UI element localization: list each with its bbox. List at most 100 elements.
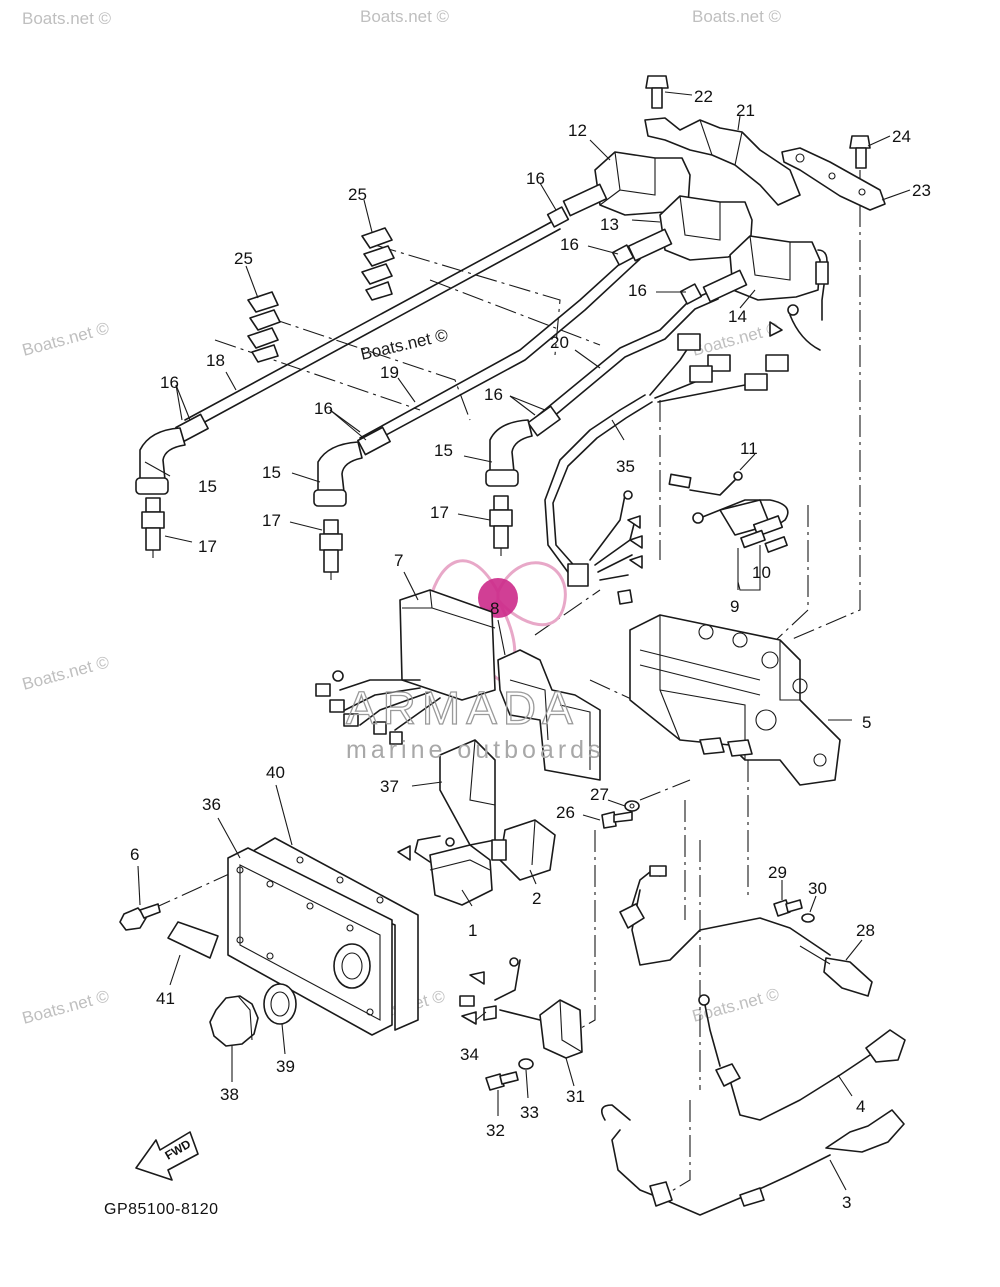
plug-cap-15-c[interactable] [485,419,533,487]
callout-12: 12 [568,121,587,140]
bracket-23[interactable] [781,147,886,211]
grommet-16-b[interactable] [611,244,635,266]
sensor-4[interactable] [698,994,906,1121]
brand-overlay: ARMADA marine outboards [345,681,600,764]
callout-20: 20 [550,333,569,352]
callout-15-a: 15 [198,477,217,496]
harness-connector-d [744,373,768,391]
grommets [175,206,703,456]
callout-33: 33 [520,1103,539,1122]
callout-23: 23 [912,181,931,200]
watermark-left-upper: Boats.net © [20,318,111,360]
bolt-22[interactable] [645,75,669,109]
callout-13: 13 [600,215,619,234]
relay-1[interactable] [397,835,493,906]
watermark-left-middle: Boats.net © [20,652,111,694]
callout-numbers: 1 2 3 4 5 6 7 8 9 10 11 12 13 14 15 15 1… [130,87,931,1212]
bracket-21[interactable] [644,117,801,206]
grommet-16-c[interactable] [679,283,703,305]
bracket-31[interactable] [539,999,583,1059]
callout-24: 24 [892,127,911,146]
electrical-bracket-5[interactable] [629,614,841,786]
sensor-3[interactable] [600,1104,905,1216]
high-tension-cords [184,219,719,449]
callout-16-a: 16 [526,169,545,188]
washer-30[interactable] [801,913,815,923]
callout-4: 4 [856,1097,865,1116]
rectifier-2[interactable] [491,819,556,881]
callout-17-a: 17 [198,537,217,556]
callout-17-b: 17 [262,511,281,530]
callout-39: 39 [276,1057,295,1076]
fuse-holder-9[interactable] [668,471,789,553]
ignition-coil-13[interactable] [627,195,753,262]
spark-plug-17-c[interactable] [489,495,513,556]
cap-38[interactable] [209,995,259,1047]
cord-clips [247,227,395,363]
washer-33[interactable] [518,1058,534,1070]
coil-brackets [644,75,886,211]
sensor-28[interactable] [619,865,873,997]
drawing-code: GP85100-8120 [104,1201,219,1218]
leader-lines [137,91,911,1191]
watermark-top-left: Boats.net © [22,9,112,28]
harness-connector-e [765,354,789,372]
callout-10: 10 [752,563,771,582]
watermark-left-lower: Boats.net © [20,986,111,1028]
cover-36[interactable] [227,847,393,1036]
grommet-16-a[interactable] [546,206,570,228]
callout-25-a: 25 [348,185,367,204]
brand-name: ARMADA [346,682,579,734]
bolt-26[interactable] [601,811,633,829]
callout-19: 19 [380,363,399,382]
callout-3: 3 [842,1193,851,1212]
callout-6: 6 [130,845,139,864]
grommet-16-e[interactable] [357,426,391,456]
callout-35: 35 [616,457,635,476]
ignition-coil-12[interactable] [562,151,691,217]
callout-9: 9 [730,597,739,616]
callout-16-e: 16 [314,399,333,418]
callout-8: 8 [490,599,499,618]
oil-seal-39[interactable] [263,983,297,1025]
washer-27[interactable] [624,800,640,812]
plug-caps [135,419,533,507]
forward-arrow: FWD [135,1131,199,1181]
callout-16-b: 16 [560,235,579,254]
callout-26: 26 [556,803,575,822]
callout-25-b: 25 [234,249,253,268]
callout-7: 7 [394,551,403,570]
callout-15-b: 15 [262,463,281,482]
label-41[interactable] [167,921,219,959]
callout-40: 40 [266,763,285,782]
cdi-unit-7[interactable] [315,589,496,745]
callout-14: 14 [728,307,747,326]
bolt-6[interactable] [119,903,161,931]
callout-41: 41 [156,989,175,1008]
harness-connector-a [677,333,701,351]
spark-plug-17-b[interactable] [319,519,343,580]
bolt-24[interactable] [849,135,871,169]
callout-21: 21 [736,101,755,120]
bolt-29[interactable] [773,899,803,917]
plug-cap-15-b[interactable] [313,441,363,507]
callout-29: 29 [768,863,787,882]
callout-15-c: 15 [434,441,453,460]
spark-plugs [141,495,513,580]
ignition-coil-14[interactable] [702,235,829,351]
clip-25-lower[interactable] [247,291,281,363]
watermark-top-right: Boats.net © [692,7,782,26]
clip-25-upper[interactable] [361,227,395,301]
callout-27: 27 [590,785,609,804]
wiring-34[interactable] [459,957,541,1025]
spark-plug-17-a[interactable] [141,497,165,558]
cdi-bracket-8[interactable] [497,649,601,781]
watermark-top-middle: Boats.net © [360,7,450,26]
grommet-16-f[interactable] [527,405,561,437]
plug-cap-15-a[interactable] [135,427,186,495]
bolt-32[interactable] [485,1071,519,1091]
callout-31: 31 [566,1087,585,1106]
wire-harness-35[interactable] [544,333,789,605]
callout-1: 1 [468,921,477,940]
